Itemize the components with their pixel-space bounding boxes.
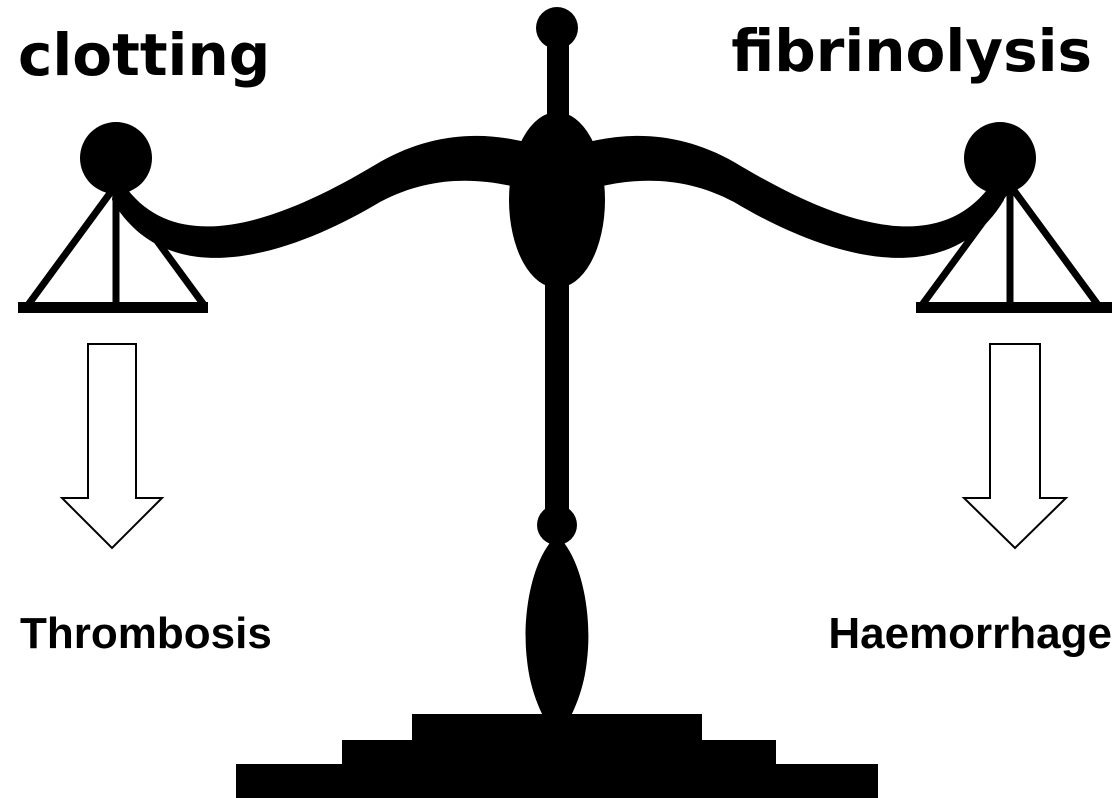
scale-column xyxy=(526,270,589,722)
left-pan xyxy=(18,122,208,313)
left-down-arrow-icon xyxy=(62,344,162,548)
fibrinolysis-label: fibrinolysis xyxy=(731,22,1092,80)
clotting-label: clotting xyxy=(18,26,270,84)
right-down-arrow-icon xyxy=(964,344,1066,548)
scale-finial xyxy=(536,7,578,115)
scale-hub xyxy=(509,112,605,288)
thrombosis-label: Thrombosis xyxy=(20,612,272,656)
haemorrhage-label: Haemorrhage xyxy=(828,612,1112,656)
scale-base xyxy=(236,714,878,798)
right-pan xyxy=(916,122,1112,313)
